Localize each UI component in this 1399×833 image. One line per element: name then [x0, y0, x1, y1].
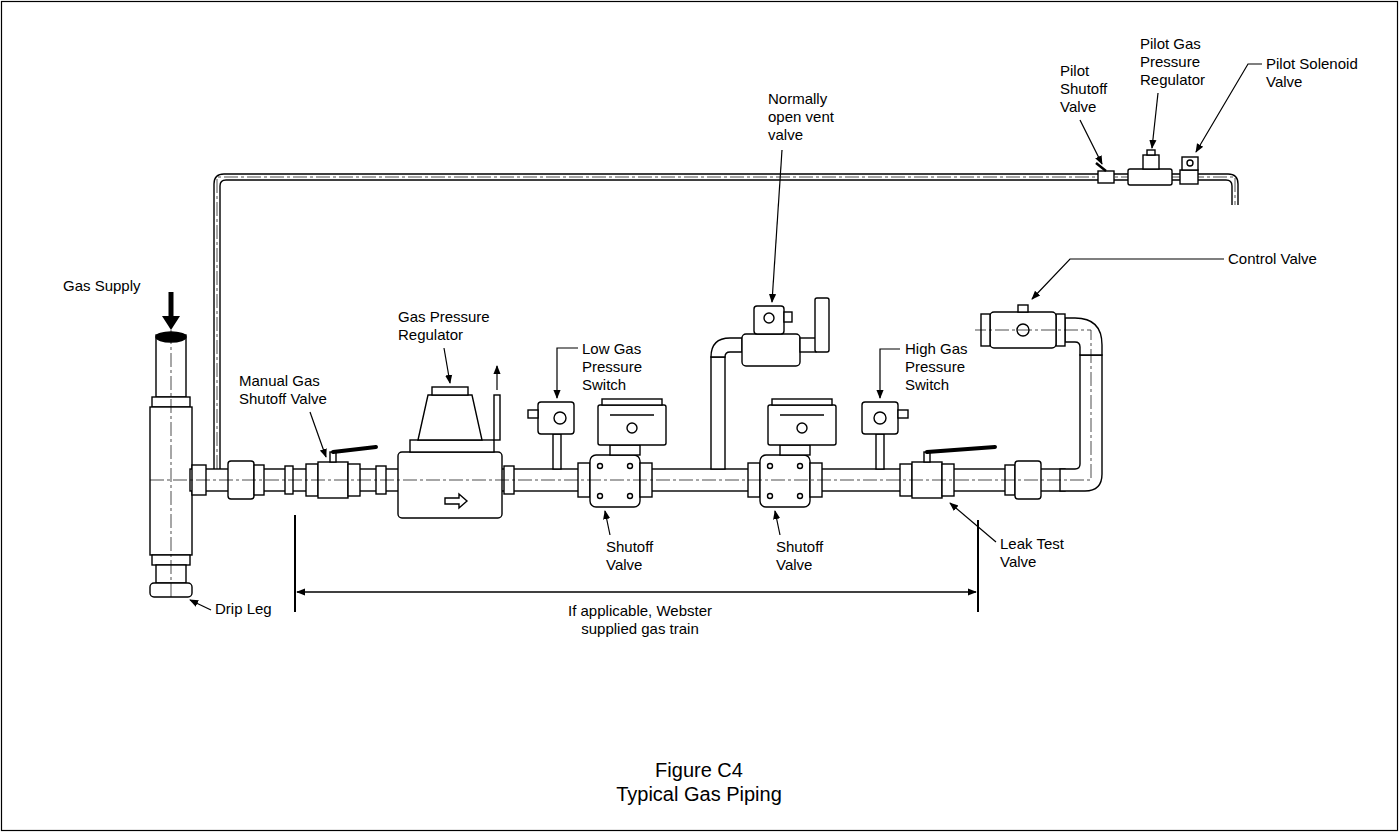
main-gas-train — [150, 298, 1102, 600]
callout-label: Leak Test Valve — [1000, 535, 1072, 571]
figure-caption: Figure C4 Typical Gas Piping — [499, 758, 899, 806]
callout-label: Shutoff Valve — [776, 538, 836, 574]
caption-line: Figure C4 — [499, 758, 899, 782]
leader-lines — [190, 64, 1262, 610]
dimension-note: If applicable, Webster supplied gas trai… — [560, 602, 720, 638]
callout-label: Gas Supply — [63, 277, 163, 295]
callout-label: Pilot Solenoid Valve — [1266, 55, 1376, 91]
callout-label: Control Valve — [1228, 250, 1358, 268]
callout-label: High Gas Pressure Switch — [905, 340, 977, 394]
flow-arrow — [162, 292, 180, 330]
callout-label: Shutoff Valve — [606, 538, 666, 574]
callout-label: Low Gas Pressure Switch — [582, 340, 648, 394]
callout-label: Pilot Gas Pressure Regulator — [1140, 35, 1218, 89]
extent-bracket — [295, 515, 978, 612]
callout-label: Manual Gas Shutoff Valve — [239, 372, 339, 408]
callout-label: Gas Pressure Regulator — [398, 308, 498, 344]
callout-label: Normally open vent valve — [768, 90, 840, 144]
callout-label: Pilot Shutoff Valve — [1060, 62, 1120, 116]
callout-label: Drip Leg — [215, 600, 295, 618]
